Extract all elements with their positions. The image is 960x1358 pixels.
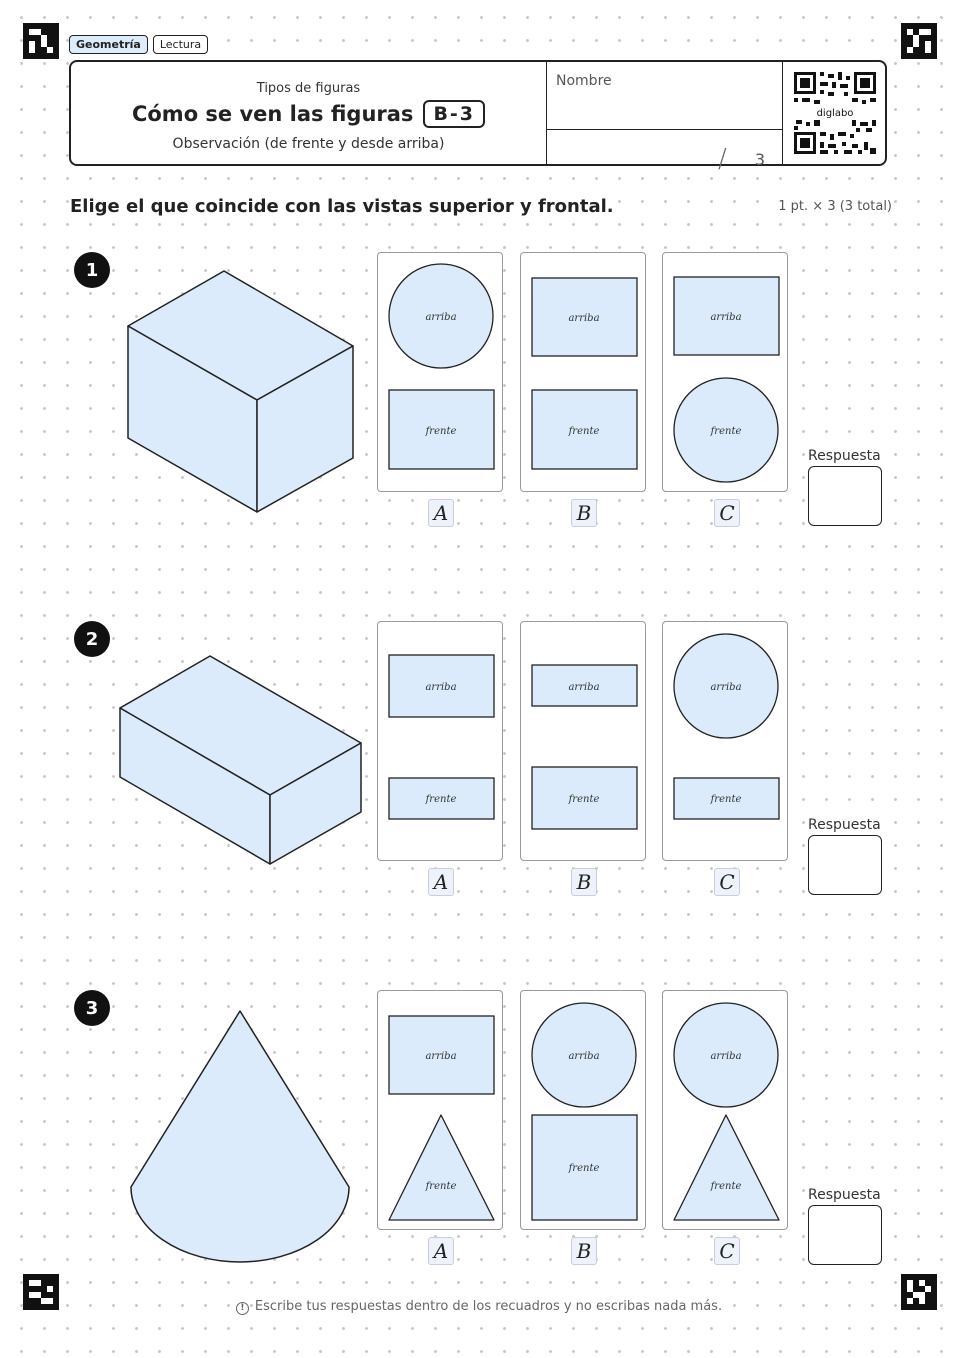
- footer-text: Escribe tus respuestas dentro de los rec…: [252, 1299, 725, 1314]
- info-icon: !: [235, 1302, 249, 1315]
- top-view-label: arriba: [568, 313, 599, 324]
- top-view-label: arriba: [568, 1051, 599, 1062]
- option-card-3c[interactable]: arriba frente: [662, 990, 788, 1230]
- top-view-label: arriba: [425, 1051, 456, 1062]
- header-description: Observación (de frente y desde arriba): [172, 136, 445, 152]
- score-total: 3: [754, 150, 765, 169]
- answer-box-1[interactable]: [808, 466, 882, 526]
- qr-brand-text: diglabo: [817, 108, 854, 119]
- front-view-label: frente: [425, 1181, 457, 1192]
- front-view-label: frente: [568, 794, 600, 805]
- option-card-1a[interactable]: arriba frente: [377, 252, 503, 492]
- registration-marker-bottom-left: [23, 1274, 59, 1310]
- answer-box-2[interactable]: [808, 835, 882, 895]
- name-divider: [547, 129, 783, 130]
- rectangular-prism-figure: [119, 655, 362, 865]
- top-view-label: arriba: [710, 312, 741, 323]
- answer-label-1: Respuesta: [808, 448, 881, 464]
- question-number-2: 2: [74, 621, 110, 657]
- option-card-3a[interactable]: arriba frente: [377, 990, 503, 1230]
- top-view-label: arriba: [425, 682, 456, 693]
- option-letter-3b[interactable]: B: [571, 1237, 597, 1265]
- top-view-label: arriba: [568, 682, 599, 693]
- registration-marker-top-right: [901, 23, 937, 59]
- top-view-label: arriba: [710, 1051, 741, 1062]
- score-field[interactable]: /3: [718, 142, 765, 174]
- question-number-1: 1: [74, 252, 110, 288]
- option-card-3b[interactable]: arriba frente: [520, 990, 646, 1230]
- name-field[interactable]: Nombre /3: [546, 62, 783, 174]
- score-slash: /: [718, 144, 727, 174]
- option-letter-1a[interactable]: A: [428, 499, 454, 527]
- tag-reading[interactable]: Lectura: [152, 35, 209, 54]
- option-letter-2b[interactable]: B: [571, 868, 597, 896]
- tag-geometry[interactable]: Geometría: [69, 35, 148, 54]
- page-title: Cómo se ven las figuras: [131, 102, 414, 126]
- top-view-label: arriba: [425, 312, 456, 323]
- option-card-1c[interactable]: arriba frente: [662, 252, 788, 492]
- instruction-text: Elige el que coincide con las vistas sup…: [69, 196, 615, 217]
- front-view-label: frente: [710, 794, 742, 805]
- option-card-2c[interactable]: arriba frente: [662, 621, 788, 861]
- front-view-label: frente: [710, 1181, 742, 1192]
- option-letter-1b[interactable]: B: [571, 499, 597, 527]
- option-card-2a[interactable]: arriba frente: [377, 621, 503, 861]
- answer-label-3: Respuesta: [808, 1187, 881, 1203]
- option-letter-2a[interactable]: A: [428, 868, 454, 896]
- worksheet-code: B-3: [423, 100, 486, 128]
- subject-tags: Geometría Lectura: [69, 35, 209, 54]
- option-letter-3a[interactable]: A: [428, 1237, 454, 1265]
- option-card-2b[interactable]: arriba frente: [520, 621, 646, 861]
- option-letter-2c[interactable]: C: [714, 868, 740, 896]
- top-view-label: arriba: [710, 682, 741, 693]
- front-view-label: frente: [425, 426, 457, 437]
- worksheet-header: Tipos de figuras Cómo se ven las figuras…: [69, 60, 887, 174]
- option-letter-1c[interactable]: C: [714, 499, 740, 527]
- cone-figure: [130, 1010, 350, 1263]
- points-text: 1 pt. × 3 (3 total): [778, 199, 892, 214]
- answer-box-3[interactable]: [808, 1205, 882, 1265]
- registration-marker-bottom-right: [901, 1274, 937, 1310]
- cube-figure: [127, 270, 354, 513]
- qr-code-area: diglabo: [782, 62, 886, 164]
- qr-code-icon: diglabo: [794, 72, 876, 154]
- registration-marker-top-left: [23, 23, 59, 59]
- header-subtitle: Tipos de figuras: [256, 81, 361, 96]
- front-view-label: frente: [710, 426, 742, 437]
- option-letter-3c[interactable]: C: [714, 1237, 740, 1265]
- front-view-label: frente: [568, 1163, 600, 1174]
- front-view-label: frente: [568, 426, 600, 437]
- answer-label-2: Respuesta: [808, 817, 881, 833]
- question-number-3: 3: [74, 990, 110, 1026]
- footer-note: !Escribe tus respuestas dentro de los re…: [0, 1299, 960, 1315]
- header-title-area: Tipos de figuras Cómo se ven las figuras…: [71, 62, 546, 164]
- header-title-row: Cómo se ven las figuras B-3: [71, 100, 546, 128]
- front-view-label: frente: [425, 794, 457, 805]
- option-card-1b[interactable]: arriba frente: [520, 252, 646, 492]
- name-label: Nombre: [556, 73, 612, 89]
